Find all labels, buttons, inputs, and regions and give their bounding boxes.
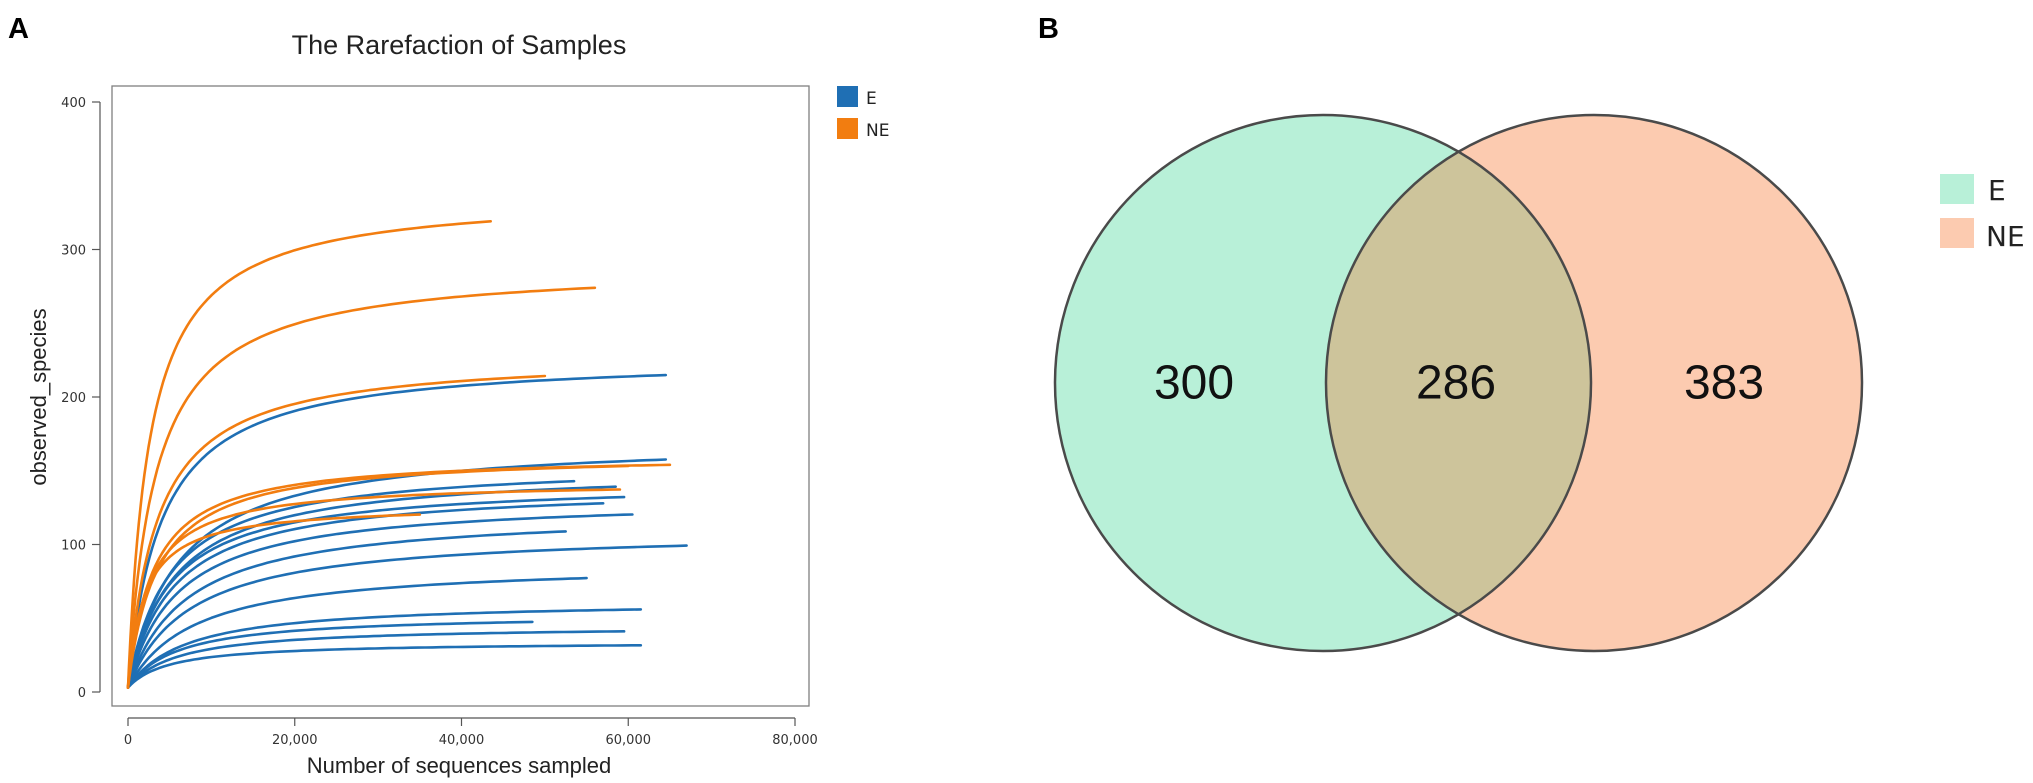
rarefaction-curve-e [126,576,588,689]
legend-label-e: E [866,89,877,109]
venn-legend-label-ne: NE [1986,220,2025,253]
venn-intersection [1326,115,1591,651]
venn-outline-e [1053,113,1593,653]
rarefaction-curve-ne [126,374,547,689]
rarefaction-curve-e [126,620,534,689]
plot-frame [111,85,810,707]
venn-count-both: 286 [1416,357,1496,410]
venn-legend-label-e: E [1988,174,2006,207]
venn-diagram: 300 286 383 E NE [1053,113,2025,653]
x-tick-label: 20,000 [272,733,318,748]
venn-legend-swatch-ne [1940,218,1974,248]
rarefaction-curve-e [126,513,634,689]
venn-count-ne-only: 383 [1684,357,1764,410]
x-tick-label: 40,000 [439,733,485,748]
rarefaction-curve-ne [126,220,493,689]
rarefaction-curve-e [126,495,626,689]
y-tick-label: 400 [61,96,86,111]
panel-label-a: A [8,13,29,45]
x-tick-label: 0 [124,733,132,748]
y-tick-label: 300 [61,244,86,259]
rarefaction-curve-ne [126,286,597,689]
rarefaction-curve-e [126,501,605,689]
rarefaction-curve-e [126,530,568,689]
rarefaction-curve-ne [126,513,422,689]
venn-count-e-only: 300 [1154,357,1234,410]
rarefaction-curve-e [126,479,576,689]
y-ticks: 0 100 200 300 400 [61,96,100,701]
rarefaction-curve-e [126,608,643,689]
x-axis-label: Number of sequences sampled [307,753,612,778]
venn-legend: E NE [1940,174,2025,253]
x-tick-label: 80,000 [772,733,818,748]
rarefaction-chart: The Rarefaction of Samples 0 100 200 300 400… [26,30,889,778]
venn-legend-swatch-e [1940,174,1974,204]
panel-label-b: B [1038,13,1059,45]
rarefaction-curve-e [126,373,668,689]
rarefaction-curve-e [126,458,668,689]
legend-swatch-ne [837,118,858,139]
rarefaction-curve-e [126,629,626,689]
legend-label-ne: NE [866,121,889,141]
y-tick-label: 0 [78,686,86,701]
rarefaction-curve-ne [126,488,622,689]
y-tick-label: 100 [61,539,86,554]
curves [126,220,688,689]
rarefaction-curve-e [126,643,643,689]
venn-outline-ne [1324,113,1864,653]
x-tick-label: 60,000 [606,733,652,748]
legend: E NE [837,86,889,141]
legend-swatch-e [837,86,858,107]
y-tick-label: 200 [61,391,86,406]
chart-title: The Rarefaction of Samples [292,30,627,60]
y-axis-label: observed_species [26,308,51,485]
rarefaction-curve-e [126,544,688,689]
x-ticks: 0 20,000 40,000 60,000 80,000 [124,718,818,748]
